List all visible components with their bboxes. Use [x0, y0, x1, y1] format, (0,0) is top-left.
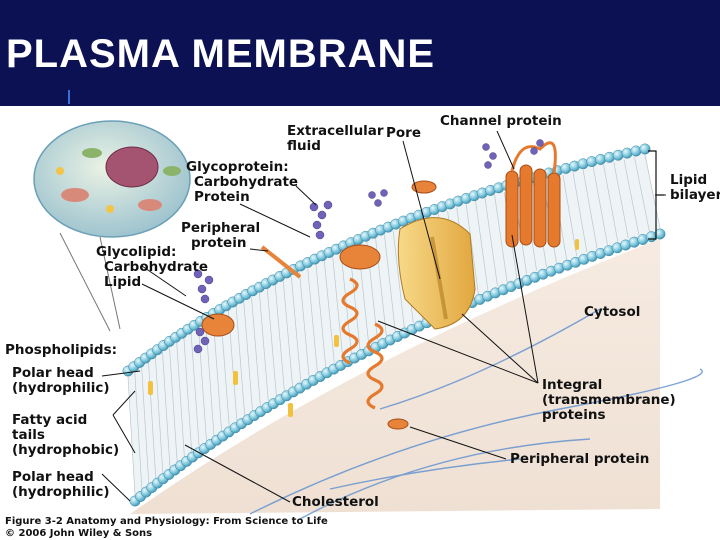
fatty-acid-tail: [582, 169, 598, 249]
label-cholesterol: Cholesterol: [292, 494, 379, 510]
fatty-acid-tail: [176, 342, 185, 457]
fatty-acid-tail: [315, 264, 327, 368]
channel-protein-shape: [397, 217, 476, 330]
fatty-acid-tail: [155, 357, 164, 474]
label-glycolipid-title: Glycolipid:: [96, 244, 177, 260]
fatty-acid-tail: [332, 256, 344, 359]
label-polar-head-bottom: Polar head (hydrophilic): [12, 470, 110, 500]
fatty-acid-tail: [134, 371, 143, 490]
plasma-membrane-diagram: [33, 120, 703, 520]
fatty-acid-tail: [183, 337, 193, 452]
label-cytosol: Cytosol: [584, 304, 641, 320]
fatty-acid-tail: [634, 157, 650, 232]
label-polar-head-top-line2: (hydrophilic): [12, 380, 110, 396]
leader-lines: [101, 130, 666, 503]
fatty-acid-tail: [282, 280, 293, 387]
fatty-acid-tail: [384, 234, 396, 332]
label-peripheral-protein-bottom: Peripheral protein: [510, 451, 650, 467]
fatty-acid-tail: [323, 260, 335, 363]
label-extracellular-fluid: Extracellular fluid: [287, 124, 384, 154]
label-lipid-bilayer-line2: bilayer: [670, 187, 720, 203]
label-integral-proteins: Integral (transmembrane) proteins: [542, 378, 676, 423]
fatty-acid-tail: [290, 276, 302, 382]
label-peripheral-protein-top: Peripheral protein: [181, 221, 260, 251]
fatty-acid-tail: [266, 288, 277, 397]
fatty-acid-tail: [603, 164, 619, 242]
phospholipid-head: [630, 145, 642, 157]
label-pore: Pore: [386, 125, 421, 141]
label-glycolipid-carbohydrate: Carbohydrate: [104, 259, 209, 275]
fatty-acid-tail: [592, 167, 608, 246]
helical-channel-protein: [505, 141, 561, 248]
fatty-acid-tail: [235, 306, 246, 416]
label-peripheral-protein-top-line1: Peripheral: [181, 220, 261, 236]
title-bar-accent-mark: [68, 90, 70, 104]
caption-line2: © 2006 John Wiley & Sons: [5, 528, 153, 539]
fatty-acid-tail: [465, 204, 479, 295]
fatty-acid-tail: [251, 297, 261, 406]
label-channel-protein: Channel protein: [440, 113, 562, 129]
title-bar-rule: [0, 106, 720, 109]
fatty-acid-tail: [613, 162, 629, 239]
cytoskeleton-filaments: [249, 308, 703, 520]
peripheral-protein-shapes: [201, 180, 437, 430]
fatty-acid-tail: [169, 347, 178, 463]
label-fatty-acid-tails-line3: (hydrophobic): [12, 442, 120, 458]
label-peripheral-protein-top-line2: protein: [191, 235, 247, 251]
integral-protein-coils: [341, 277, 384, 410]
label-glycolipid-lipid: Lipid: [104, 274, 142, 290]
outer-polar-heads: [122, 143, 651, 377]
label-glycolipid: Glycolipid: Carbohydrate Lipid: [96, 245, 208, 290]
label-phospholipids: Phospholipids:: [5, 342, 118, 358]
label-integral-proteins-line3: proteins: [542, 407, 606, 423]
label-glycoprotein-protein: Protein: [194, 189, 250, 205]
fatty-acid-tail: [623, 159, 640, 235]
label-glycoprotein-title: Glycoprotein:: [186, 159, 289, 175]
label-extracellular-fluid-line1: Extracellular: [287, 123, 384, 139]
label-glycoprotein: Glycoprotein: Carbohydrate Protein: [186, 160, 298, 205]
phospholipid-head: [639, 143, 651, 155]
fatty-acid-tail: [572, 172, 588, 253]
fatty-acid-tail: [307, 268, 318, 373]
title-bar: [0, 0, 720, 106]
label-integral-proteins-line2: (transmembrane): [542, 392, 676, 408]
inset-pointer-lines: [59, 232, 121, 332]
label-fatty-acid-tails-line1: Fatty acid: [12, 412, 88, 428]
label-integral-proteins-line1: Integral: [542, 377, 603, 393]
fatty-acid-tail: [644, 154, 661, 229]
fatty-acid-tail: [243, 301, 253, 411]
phospholipid-head: [621, 147, 633, 159]
label-fatty-acid-tails: Fatty acid tails (hydrophobic): [12, 413, 119, 458]
slide-title: PLASMA MEMBRANE: [6, 32, 436, 76]
fatty-acid-tail: [494, 195, 508, 283]
fatty-acid-tail: [562, 175, 578, 256]
label-fatty-acid-tails-line2: tails: [12, 427, 45, 443]
label-polar-head-top-line1: Polar head: [12, 365, 94, 381]
label-polar-head-bottom-line1: Polar head: [12, 469, 94, 485]
carbohydrate-chains: [193, 139, 544, 354]
label-polar-head-bottom-line2: (hydrophilic): [12, 484, 110, 500]
fatty-acid-tail: [484, 198, 498, 287]
fatty-acid-tail: [162, 352, 171, 468]
fatty-acid-tail: [475, 201, 489, 291]
phospholipid-head: [654, 228, 666, 240]
fatty-acid-tail: [190, 333, 200, 447]
cholesterol-molecules: [148, 239, 579, 417]
label-glycoprotein-carbohydrate: Carbohydrate: [194, 174, 299, 190]
fatty-acid-tail: [274, 284, 285, 392]
fatty-acid-tail: [392, 231, 405, 328]
caption-line1: Figure 3-2 Anatomy and Physiology: From …: [5, 516, 328, 527]
fatty-acid-tail: [259, 293, 269, 401]
label-lipid-bilayer-line1: Lipid: [670, 172, 708, 188]
phospholipid-head: [612, 149, 624, 161]
label-lipid-bilayer: Lipid bilayer: [670, 173, 720, 203]
fatty-acid-tail: [299, 272, 310, 377]
cell-inset: [33, 120, 191, 238]
fatty-acid-tail: [212, 319, 222, 431]
fatty-acid-tail: [141, 366, 150, 484]
label-extracellular-fluid-line2: fluid: [287, 138, 321, 154]
label-polar-head-top: Polar head (hydrophilic): [12, 366, 110, 396]
